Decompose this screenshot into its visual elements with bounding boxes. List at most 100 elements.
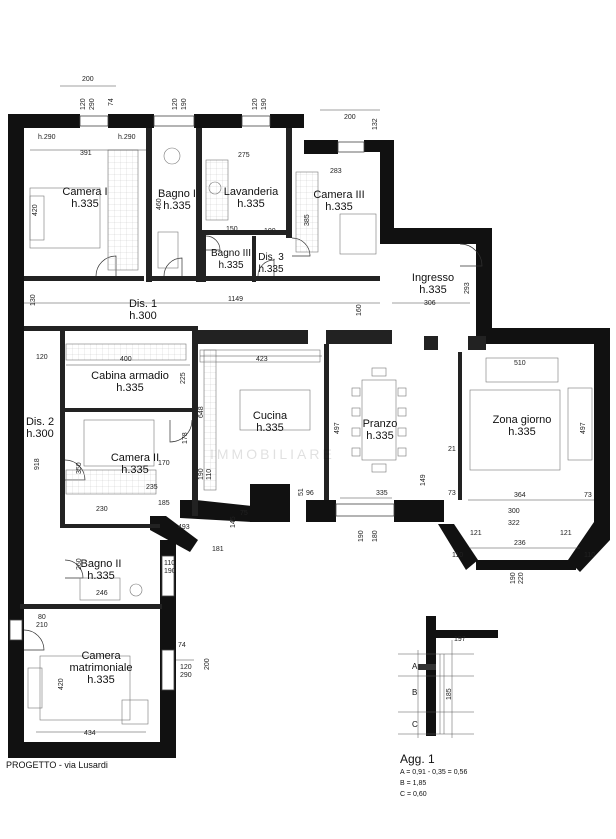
room-height: h.335 [419,284,447,296]
detail-legend-a: A = 0,91 - 0,35 = 0,56 [400,769,468,776]
dim-label: 918 [34,458,41,470]
dim-label: 400 [120,356,132,363]
furniture [27,147,593,725]
dim-label: 145 [230,516,237,528]
room-pranzo: Pranzo h.335 [352,418,408,442]
detail-legend-c: C = 0,60 [400,791,427,798]
room-camera-2: Camera II h.335 [100,452,170,476]
room-height: h.300 [26,428,54,440]
detail-label-c: C [412,720,418,729]
dim-label: 51 [298,488,305,496]
dim-label: 120 [80,98,87,110]
detail-dim-label: 185 [446,688,453,700]
dim-label: 235 [146,484,158,491]
dim-label: 190 [164,568,176,575]
dim-label: 493 [178,524,190,531]
dim-label: 210 [36,622,48,629]
room-name: Bagno III [210,248,252,259]
watermark: IMMOBILIARE [210,446,335,462]
dim-label: 293 [464,282,471,294]
room-height: h.335 [366,430,394,442]
room-height: h.335 [71,198,99,210]
dim-label: 110 [164,560,176,567]
exterior-walls [8,114,610,758]
dim-label: 510 [514,360,526,367]
dim-label: 648 [198,406,205,418]
dim-label: 190 [358,530,365,542]
dim-label: 80 [38,614,46,621]
detail-drawing [398,616,498,738]
dim-label: 246 [96,590,108,597]
room-name: Camera II [110,452,160,464]
dim-label: 220 [518,572,525,584]
dim-label: h.290 [38,134,56,141]
dim-label: 121 [560,530,572,537]
room-name: Dis. 2 [25,416,55,428]
dim-label: 460 [156,198,163,210]
dim-label: 74 [178,642,186,649]
dim-label: h.290 [118,134,136,141]
room-name: Bagno I [158,188,196,200]
room-name: Bagno II [80,558,122,570]
room-name: Cabina armadio [91,370,169,382]
room-name: Lavanderia [223,186,279,198]
dim-label: 73 [584,492,592,499]
dim-label: 306 [424,300,436,307]
dim-label: 497 [580,422,587,434]
dim-label: 385 [304,214,311,226]
room-height: h.335 [237,198,265,210]
detail-label-a: A [412,662,418,671]
dim-label: 200 [82,76,94,83]
dim-label: 283 [330,168,342,175]
room-height: h.335 [121,464,149,476]
room-name: Cucina [252,410,288,422]
dim-label: 181 [212,546,224,553]
room-dis-1: Dis. 1 h.300 [118,298,168,322]
dim-label: 110 [452,552,464,559]
dim-label: 132 [372,118,379,130]
dim-label: 120 [172,98,179,110]
dim-label: 190 [181,98,188,110]
dim-label: 275 [238,152,250,159]
room-height: h.335 [116,382,144,394]
room-bagno-2: Bagno II h.335 [76,558,126,582]
dim-label: 300 [508,508,520,515]
detail-dim-label: 197 [454,636,466,643]
room-name: Dis. 1 [128,298,158,310]
room-cucina: Cucina h.335 [240,410,300,434]
dim-label: 236 [514,540,526,547]
dim-label: 420 [32,204,39,216]
room-name: Pranzo [362,418,398,430]
room-dis-3: Dis. 3 h.335 [254,252,288,276]
room-height: h.335 [256,422,284,434]
dim-label: 74 [108,98,115,106]
dim-label: 21 [448,446,456,453]
detail-label-b: B [412,688,418,697]
dim-label: 120 [36,354,48,361]
room-name: Zona giorno [492,414,552,426]
dim-label: 190 [198,468,205,480]
dim-label: 130 [30,294,37,306]
dimension-lines [24,85,594,733]
dim-label: 120 [180,664,192,671]
dim-label: 149 [420,474,427,486]
windows [9,115,395,691]
dim-label: 200 [204,658,211,670]
room-name: Ingresso [411,272,455,284]
room-lavanderia: Lavanderia h.335 [218,186,284,210]
dim-label: 225 [180,372,187,384]
detail-legend-b: B = 1,85 [400,780,427,787]
dim-label: 420 [58,678,65,690]
dim-label: 100 [264,228,276,235]
room-camera-3: Camera III h.335 [304,189,374,213]
dim-label: 290 [89,98,96,110]
dim-label: 120 [252,98,259,110]
room-height: h.335 [163,200,191,212]
dim-label: 121 [470,530,482,537]
dim-label: 190 [510,572,517,584]
project-caption: PROGETTO - via Lusardi [6,760,108,770]
dim-label: 230 [96,506,108,513]
room-height: h.335 [325,201,353,213]
dim-label: 322 [508,520,520,527]
